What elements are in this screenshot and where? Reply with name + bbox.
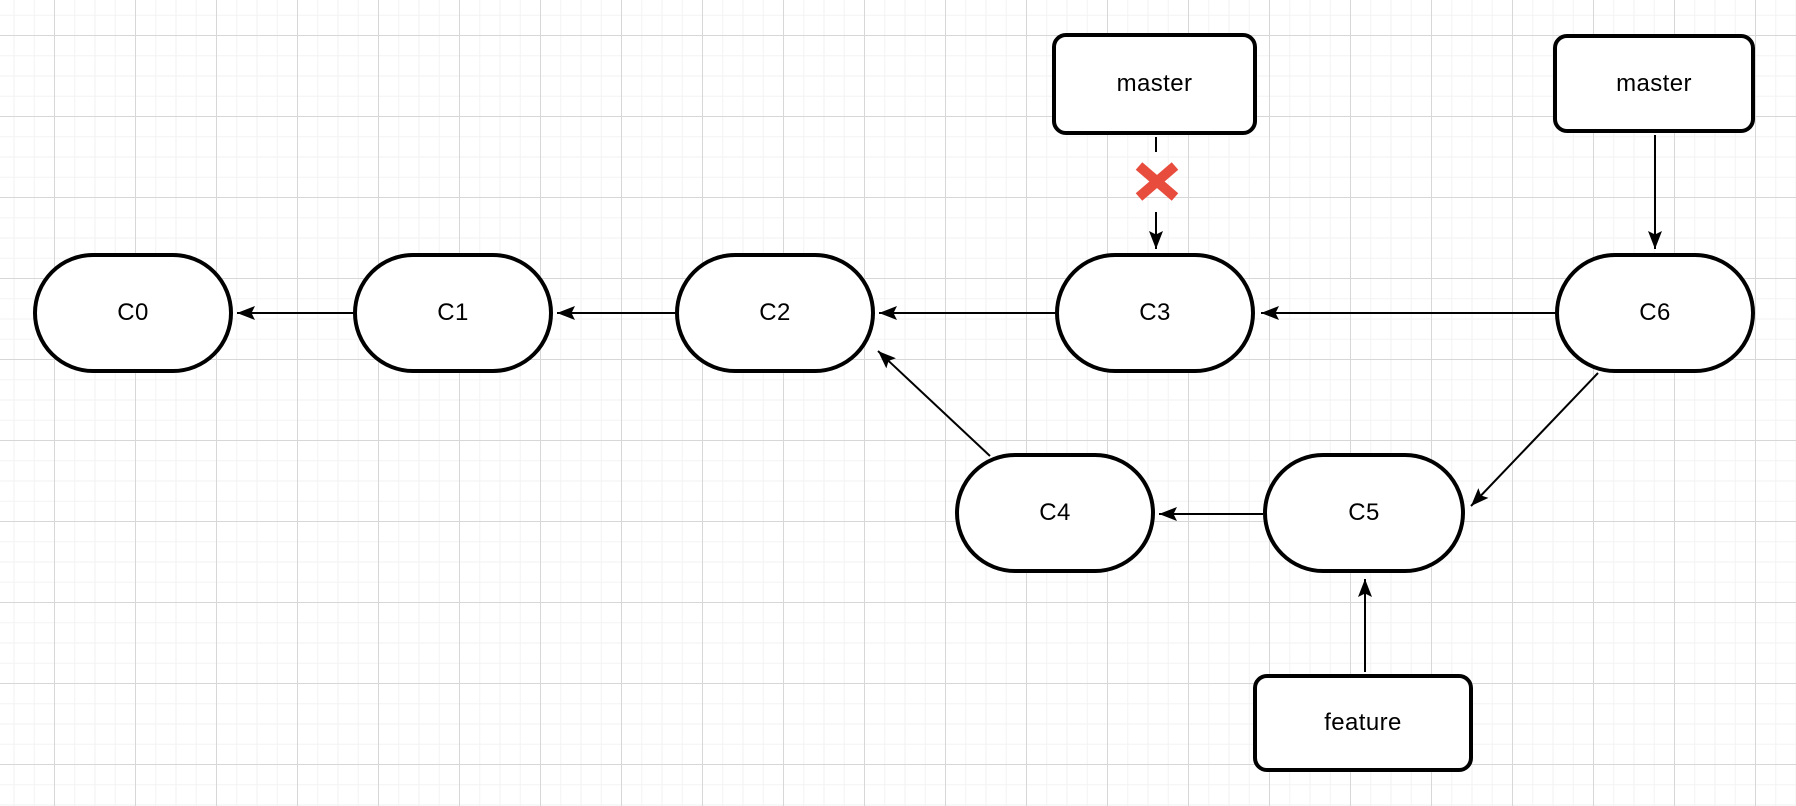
edge-c4-to-c2 (877, 350, 991, 457)
branch-label-text: master (1116, 70, 1193, 97)
commit-label: C0 (117, 299, 149, 326)
branch-label-master[interactable]: master (1553, 34, 1755, 133)
branch-label-text: feature (1324, 709, 1402, 736)
commit-node-c4[interactable]: C4 (955, 453, 1155, 573)
commit-node-c2[interactable]: C2 (675, 253, 875, 373)
commit-label: C2 (759, 299, 791, 326)
commit-node-c1[interactable]: C1 (353, 253, 553, 373)
branch-label-master-deleted[interactable]: master (1052, 33, 1257, 135)
commit-label: C1 (437, 299, 469, 326)
commit-label: C4 (1039, 499, 1071, 526)
commit-label: C6 (1639, 299, 1671, 326)
commit-node-c5[interactable]: C5 (1263, 453, 1465, 573)
branch-label-feature[interactable]: feature (1253, 674, 1473, 772)
commit-node-c3[interactable]: C3 (1055, 253, 1255, 373)
commit-label: C3 (1139, 299, 1171, 326)
commit-node-c0[interactable]: C0 (33, 253, 233, 373)
edge-c6-to-c5 (1470, 372, 1599, 507)
deleted-branch-x-icon (1135, 162, 1179, 201)
commit-label: C5 (1348, 499, 1380, 526)
branch-label-text: master (1616, 69, 1692, 97)
commit-node-c6[interactable]: C6 (1555, 253, 1755, 373)
